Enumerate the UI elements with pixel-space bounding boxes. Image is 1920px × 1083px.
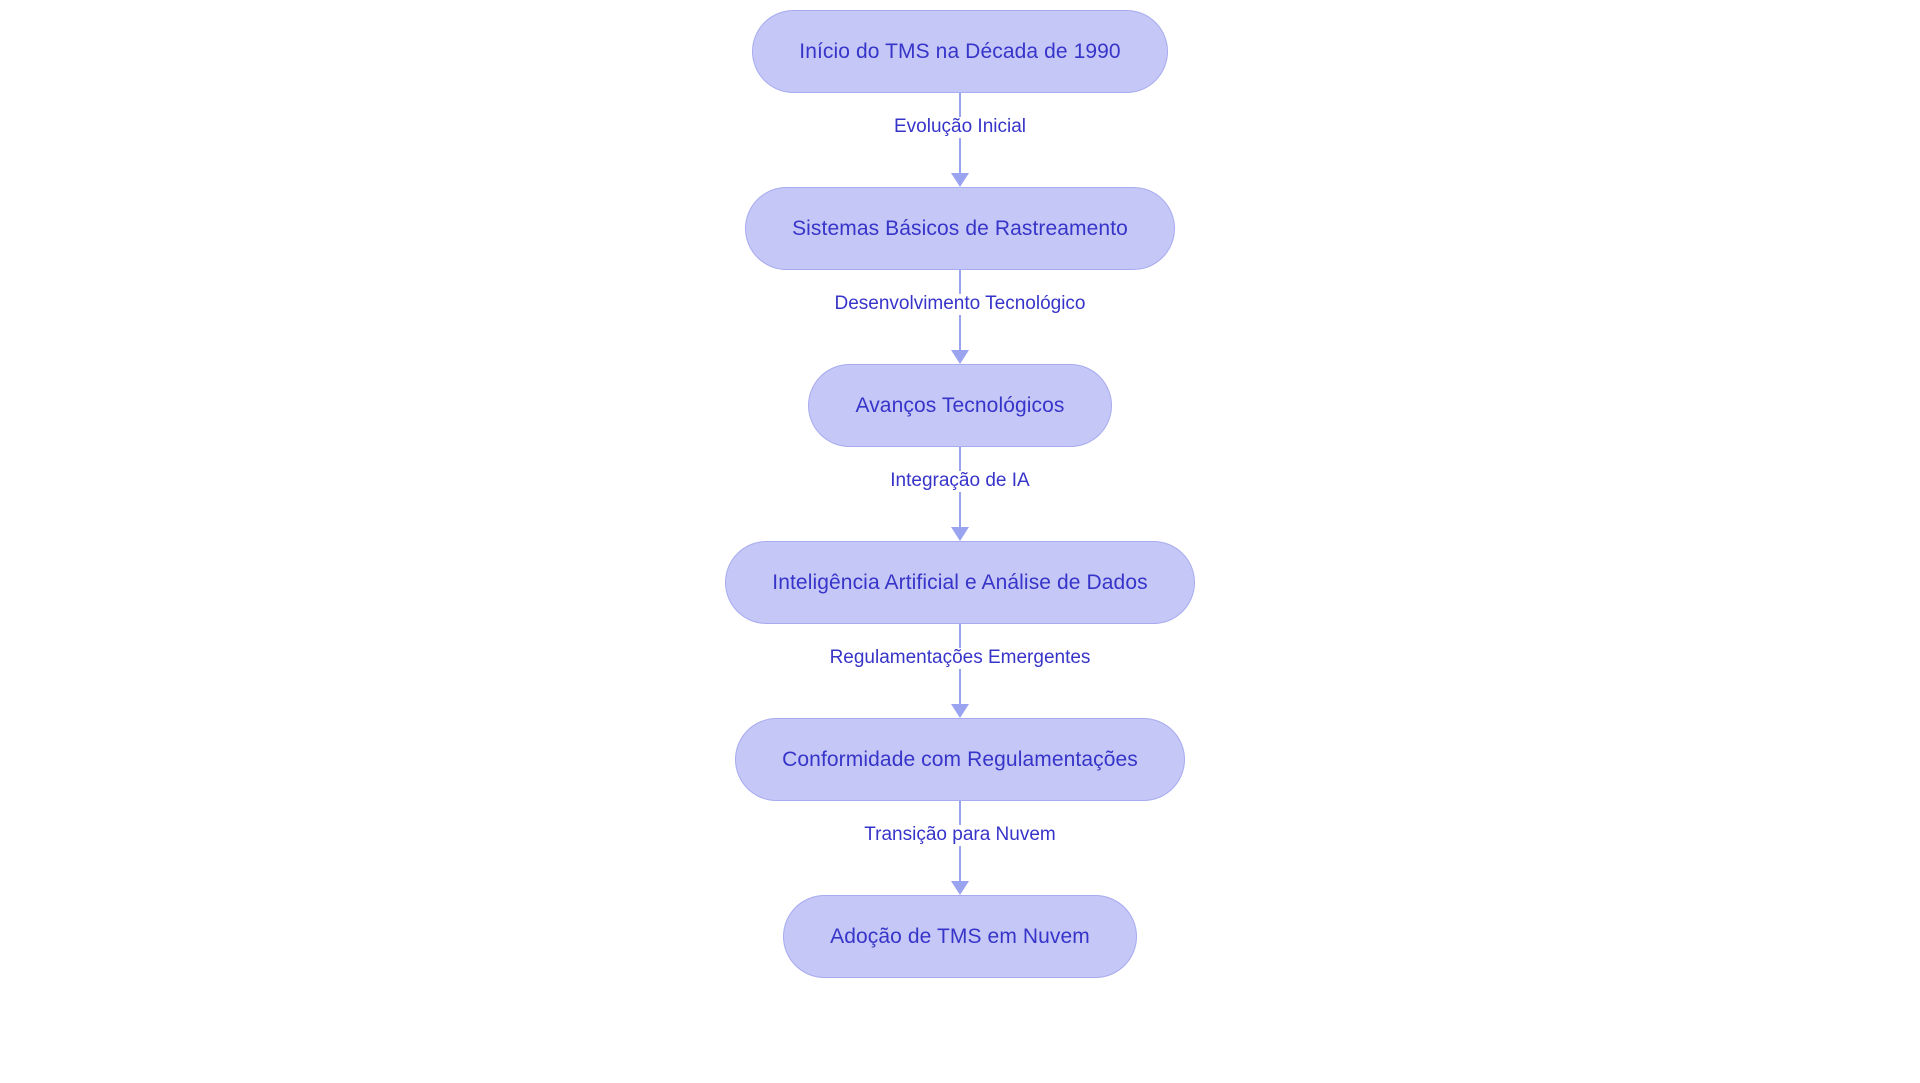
arrowhead-icon [951, 527, 969, 541]
flow-edge-label: Evolução Inicial [887, 116, 1033, 138]
arrowhead-icon [951, 881, 969, 895]
flow-node-avancos-tecnologicos[interactable]: Avanços Tecnológicos [808, 364, 1112, 447]
arrowhead-icon [951, 350, 969, 364]
flowchart-column: Início do TMS na Década de 1990 Evolução… [0, 10, 1920, 978]
flow-edge-4: Regulamentações Emergentes [823, 624, 1097, 718]
flow-node-sistemas-basicos[interactable]: Sistemas Básicos de Rastreamento [745, 187, 1175, 270]
flow-node-ia-analise-dados[interactable]: Inteligência Artificial e Análise de Dad… [725, 541, 1195, 624]
flow-edge-label: Integração de IA [884, 470, 1036, 492]
flow-edge-3: Integração de IA [840, 447, 1080, 541]
flow-node-label: Início do TMS na Década de 1990 [799, 40, 1121, 63]
flow-node-conformidade-regulamentacoes[interactable]: Conformidade com Regulamentações [735, 718, 1185, 801]
arrowhead-icon [951, 173, 969, 187]
arrowhead-icon [951, 704, 969, 718]
flow-node-label: Conformidade com Regulamentações [782, 748, 1138, 771]
flow-node-label: Avanços Tecnológicos [855, 394, 1065, 417]
flow-edge-2: Desenvolvimento Tecnológico [828, 270, 1092, 364]
flow-edge-label: Transição para Nuvem [858, 824, 1062, 846]
flow-node-inicio-tms[interactable]: Início do TMS na Década de 1990 [752, 10, 1168, 93]
flow-node-adocao-tms-nuvem[interactable]: Adoção de TMS em Nuvem [783, 895, 1137, 978]
flow-node-label: Sistemas Básicos de Rastreamento [792, 217, 1128, 240]
flow-edge-label: Regulamentações Emergentes [823, 647, 1097, 669]
flow-node-label: Inteligência Artificial e Análise de Dad… [772, 571, 1148, 594]
flow-node-label: Adoção de TMS em Nuvem [830, 925, 1090, 948]
flow-edge-label: Desenvolvimento Tecnológico [828, 293, 1092, 315]
flow-edge-5: Transição para Nuvem [840, 801, 1080, 895]
flow-edge-1: Evolução Inicial [840, 93, 1080, 187]
